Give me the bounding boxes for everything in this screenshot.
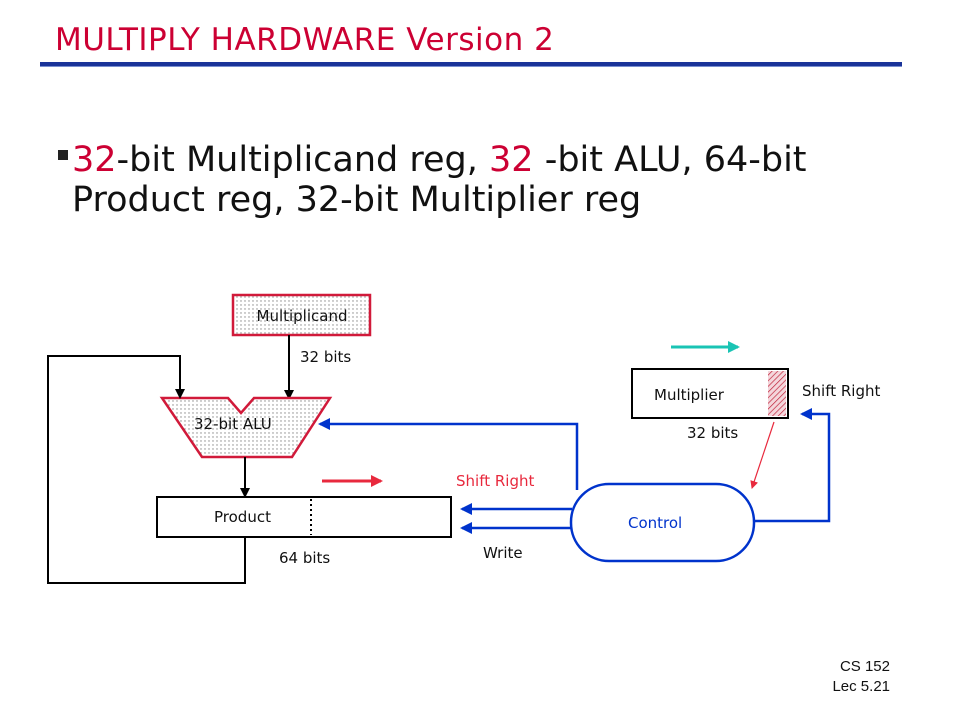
multiplier-register xyxy=(631,368,789,419)
multiplier-label: Multiplier xyxy=(654,386,725,404)
highlight-32-multiplicand: 32 xyxy=(72,140,117,180)
multiplier-lsb-to-control xyxy=(750,421,775,489)
alu-label: 32-bit ALU xyxy=(194,415,272,433)
bullet-marker xyxy=(58,150,68,160)
slide-footer: CS 152 Lec 5.21 xyxy=(780,657,890,697)
control-to-alu-wire xyxy=(318,418,579,490)
multiplier-shift-label: Shift Right xyxy=(802,382,880,400)
bullet-text-part: -bit ALU, 64-bit Product reg, 32-bit Mul… xyxy=(72,140,807,220)
write-label: Write xyxy=(483,544,523,562)
product-register xyxy=(156,496,452,538)
bullet-text-part: -bit Multiplicand reg, xyxy=(116,140,490,180)
control-unit xyxy=(569,482,756,563)
highlight-32-alu: 32 xyxy=(489,140,534,180)
slide-title: MULTIPLY HARDWARE Version 2 xyxy=(55,22,555,58)
bullet-text: 32-bit Multiplicand reg, 32 -bit ALU, 64… xyxy=(58,140,918,220)
product-label: Product xyxy=(214,508,271,526)
product-shift-label: Shift Right xyxy=(456,472,534,490)
control-label: Control xyxy=(628,514,682,532)
multiplicand-register xyxy=(231,293,372,337)
multiplier-width-label: 32 bits xyxy=(687,424,738,442)
alu-shape xyxy=(159,396,333,459)
title-divider xyxy=(40,62,902,67)
course-label: CS 152 xyxy=(839,658,890,675)
multiplier-lsb-hatch xyxy=(768,371,786,416)
bullet-point: 32-bit Multiplicand reg, 32 -bit ALU, 64… xyxy=(58,140,918,220)
control-to-multiplier-wire xyxy=(754,408,831,523)
multiplicand-width-label: 32 bits xyxy=(300,348,351,366)
lecture-number: Lec 5.21 xyxy=(832,678,890,695)
product-width-label: 64 bits xyxy=(279,549,330,567)
product-feedback-wire xyxy=(47,355,246,584)
multiplicand-label: Multiplicand xyxy=(257,307,348,325)
